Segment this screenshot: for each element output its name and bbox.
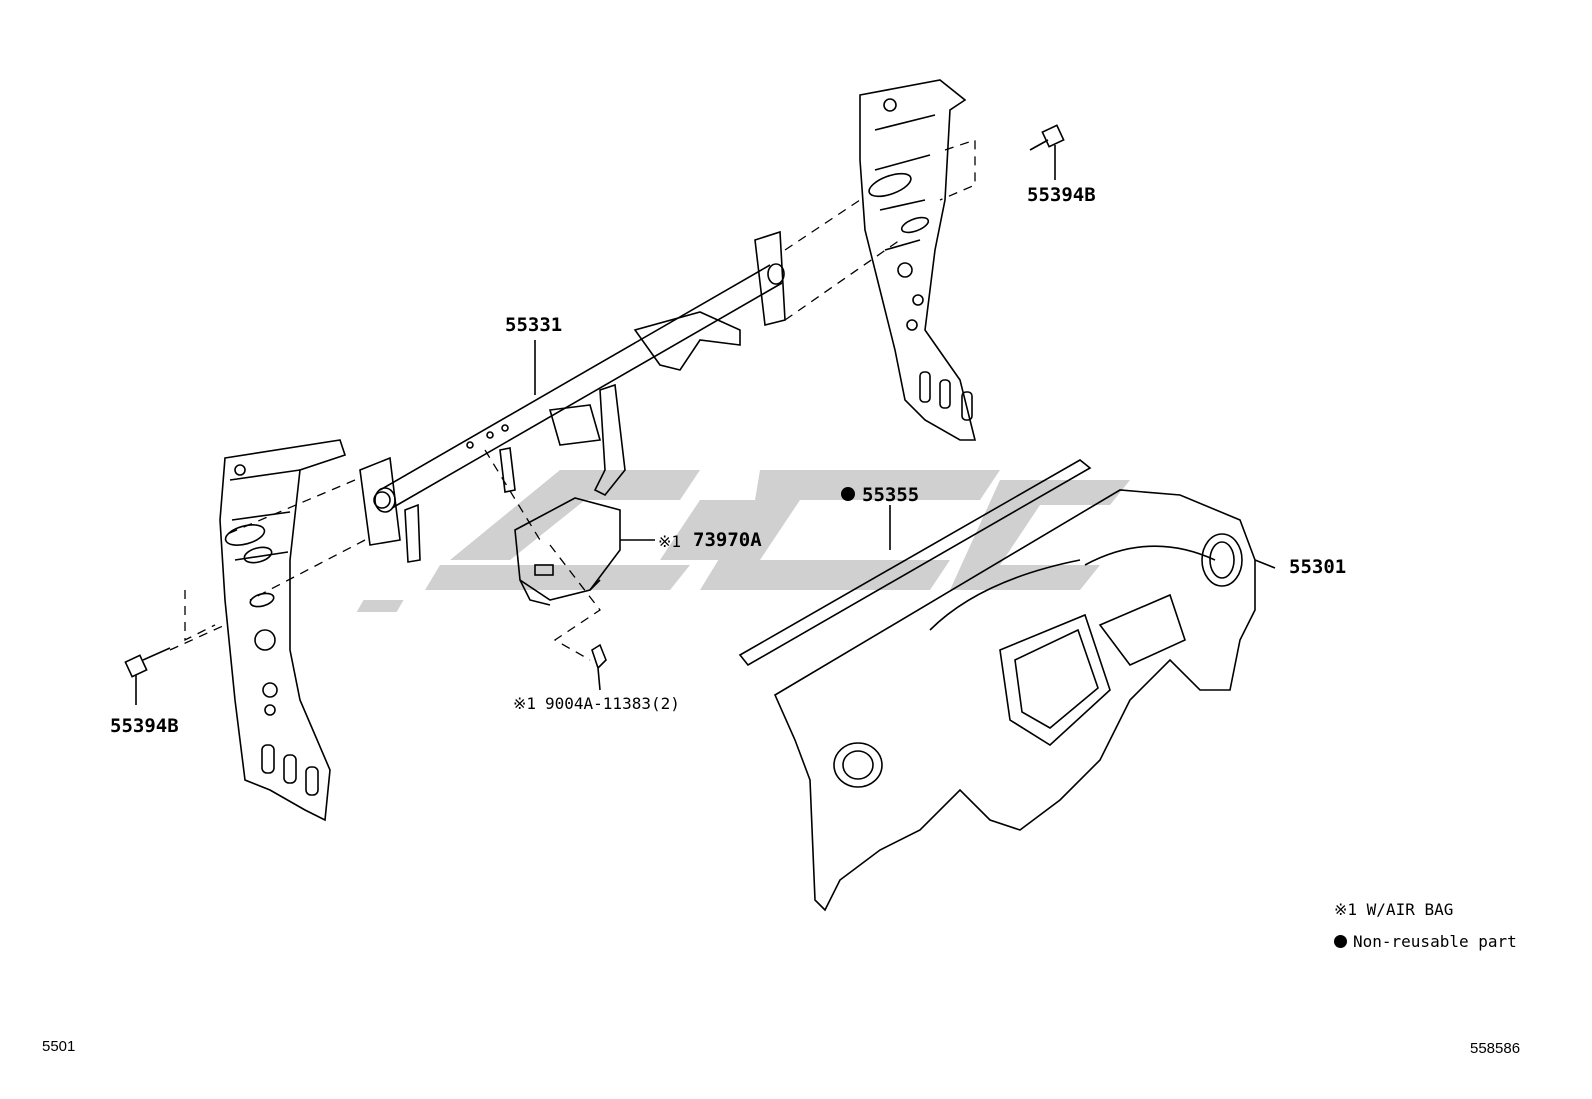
callout-reinforcement: 55331: [505, 314, 563, 336]
callout-screw-mark: ※1: [513, 694, 537, 713]
callout-airbag-mark: ※1: [658, 532, 682, 551]
dashboard-art: [773, 489, 1256, 912]
screw-art: [591, 643, 607, 691]
nonreusable-dot-icon: [1334, 935, 1347, 948]
right-side-bracket: [859, 79, 977, 441]
callout-dashboard: 55301: [1289, 556, 1347, 578]
left-side-bracket: [219, 439, 347, 822]
footer-left-code: 5501: [42, 1038, 76, 1055]
callout-clip-strip: 55355: [862, 484, 920, 506]
callout-airbag-panel: 73970A: [693, 529, 762, 551]
callout-bolt-left: 55394B: [110, 715, 179, 737]
legend-nonreusable: Non-reusable part: [1334, 932, 1517, 951]
bolt-right-art: [1029, 124, 1065, 180]
clip-strip-art: [738, 459, 1092, 667]
airbag-panel-art: [514, 497, 621, 601]
watermark-logo: [356, 470, 1130, 612]
bolt-left-art: [124, 647, 171, 705]
line-art: [124, 79, 1276, 912]
legend-airbag-note: ※1 W/AIR BAG: [1334, 900, 1454, 919]
legend-nonreusable-text: Non-reusable part: [1353, 932, 1517, 951]
callout-bolt-right: 55394B: [1027, 184, 1096, 206]
callout-screw: 9004A-11383(2): [545, 694, 680, 713]
footer-right-code: 558586: [1470, 1040, 1521, 1057]
